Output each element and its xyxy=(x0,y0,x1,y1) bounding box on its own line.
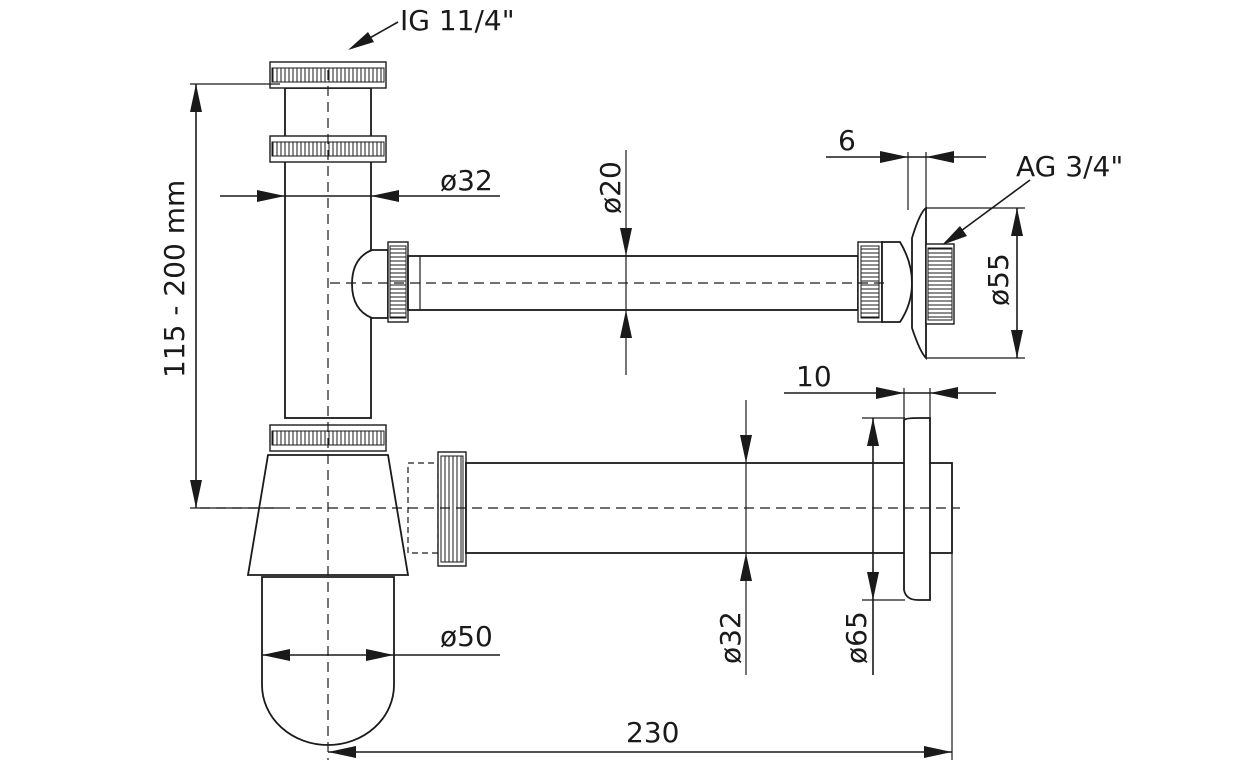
rosette-depth-label: 6 xyxy=(838,124,856,157)
outlet-thread-label: AG 3/4" xyxy=(1016,150,1123,183)
inlet-diameter-label: ø32 xyxy=(440,164,493,197)
height-range-label: 115 - 200 mm xyxy=(158,180,191,378)
wall-rosette-diameter-label: ø65 xyxy=(840,611,873,664)
labels: IG 11/4" ø32 ø20 6 AG 3/4" ø55 115 - 200… xyxy=(158,4,1123,749)
bottle-body xyxy=(246,454,410,746)
total-length-label: 230 xyxy=(626,716,679,749)
outlet-pipe-diameter-label: ø32 xyxy=(714,611,747,664)
bottle-diameter-label: ø50 xyxy=(440,620,493,653)
outlet-pipe xyxy=(407,417,953,601)
branch-diameter-label: ø20 xyxy=(594,161,627,214)
dimension-lines xyxy=(190,21,1031,758)
wall-rosette-depth-label: 10 xyxy=(796,360,832,393)
center-lines xyxy=(200,70,960,760)
rosette-diameter-label: ø55 xyxy=(982,253,1015,306)
inlet-thread-label: IG 11/4" xyxy=(400,4,515,37)
